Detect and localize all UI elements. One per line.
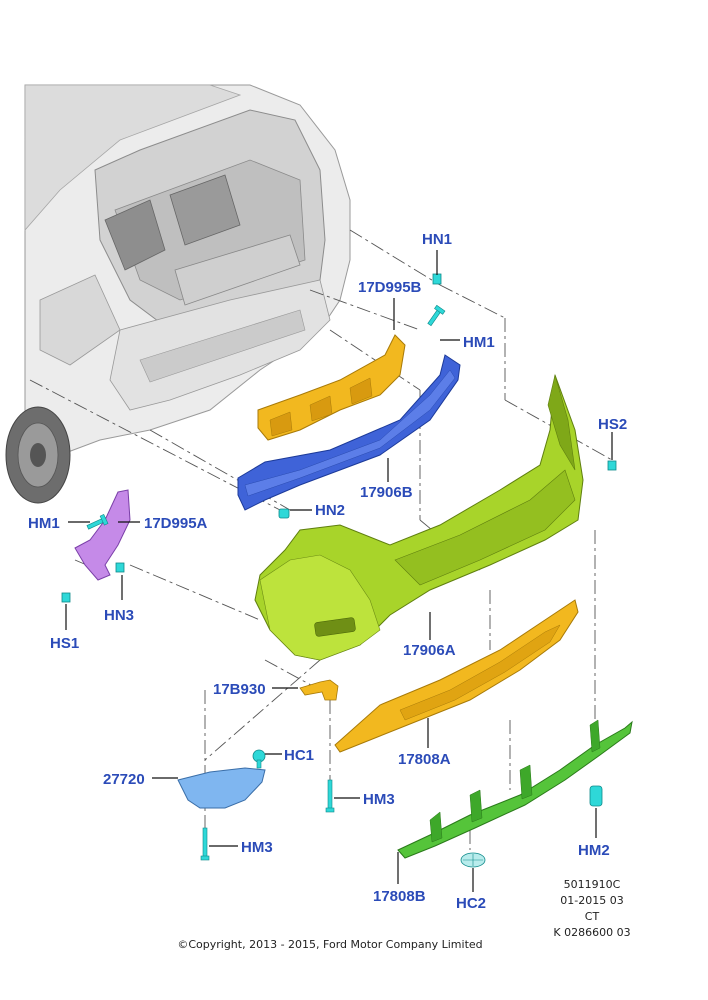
- callout-17808a: 17808A: [398, 751, 451, 768]
- callout-hs1: HS1: [50, 635, 79, 652]
- callout-hs2: HS2: [598, 416, 627, 433]
- bumper-cover-part: [254, 373, 584, 661]
- leader-lines: [65, 250, 613, 892]
- info-line-2: 01-2015 03: [560, 894, 623, 907]
- callout-labels: HN1 17D995B HM1 HS2 HM1 17D995A HN2 1790…: [28, 231, 627, 912]
- screw-hm1-left: [86, 513, 109, 530]
- copyright-notice: ©Copyright, 2013 - 2015, Ford Motor Comp…: [177, 938, 482, 951]
- clip-hn1: [432, 273, 442, 285]
- clip-hs1: [61, 592, 71, 603]
- screw-hm3-low: [200, 827, 210, 861]
- fasteners: [61, 273, 617, 868]
- screw-hm1-top: [427, 304, 446, 327]
- callout-17808b: 17808B: [373, 888, 426, 905]
- car-body-illustration: [5, 84, 351, 504]
- callout-hc2: HC2: [456, 895, 486, 912]
- lower-absorber-part: [334, 599, 579, 753]
- callout-17906b: 17906B: [360, 484, 413, 501]
- info-line-3: CT: [585, 910, 600, 923]
- small-bracket-part: [299, 679, 339, 701]
- clip-hc2: [460, 852, 486, 868]
- callout-hm3-low: HM3: [241, 839, 273, 856]
- lower-bracket-part: [397, 719, 633, 859]
- callout-27720: 27720: [103, 771, 145, 788]
- callout-hm2: HM2: [578, 842, 610, 859]
- callout-hc1: HC1: [284, 747, 314, 764]
- clip-hc1: [252, 749, 266, 769]
- side-bracket-part: [74, 489, 131, 581]
- info-line-4: K 0286600 03: [553, 926, 630, 939]
- callout-17d995b: 17D995B: [358, 279, 422, 296]
- reflector-part: [177, 767, 266, 809]
- callout-17b930: 17B930: [213, 681, 266, 698]
- callout-hn1: HN1: [422, 231, 452, 248]
- info-line-1: 5011910C: [564, 878, 621, 891]
- clip-hn3: [115, 562, 125, 573]
- screw-hm3-mid: [325, 779, 335, 813]
- clip-hn2: [278, 508, 290, 519]
- clip-hs2: [607, 460, 617, 471]
- callout-hn2: HN2: [315, 502, 345, 519]
- callout-hm1-top: HM1: [463, 334, 495, 351]
- callout-17d995a: 17D995A: [144, 515, 208, 532]
- callout-hm3-mid: HM3: [363, 791, 395, 808]
- clip-hm2: [589, 785, 603, 807]
- callout-17906a: 17906A: [403, 642, 456, 659]
- callout-hm1-left: HM1: [28, 515, 60, 532]
- drawing-info-block: 5011910C 01-2015 03 CT K 0286600 03: [553, 878, 630, 939]
- energy-absorber-upper-part: [257, 334, 406, 441]
- reinforcement-beam-part: [237, 354, 461, 511]
- callout-hn3: HN3: [104, 607, 134, 624]
